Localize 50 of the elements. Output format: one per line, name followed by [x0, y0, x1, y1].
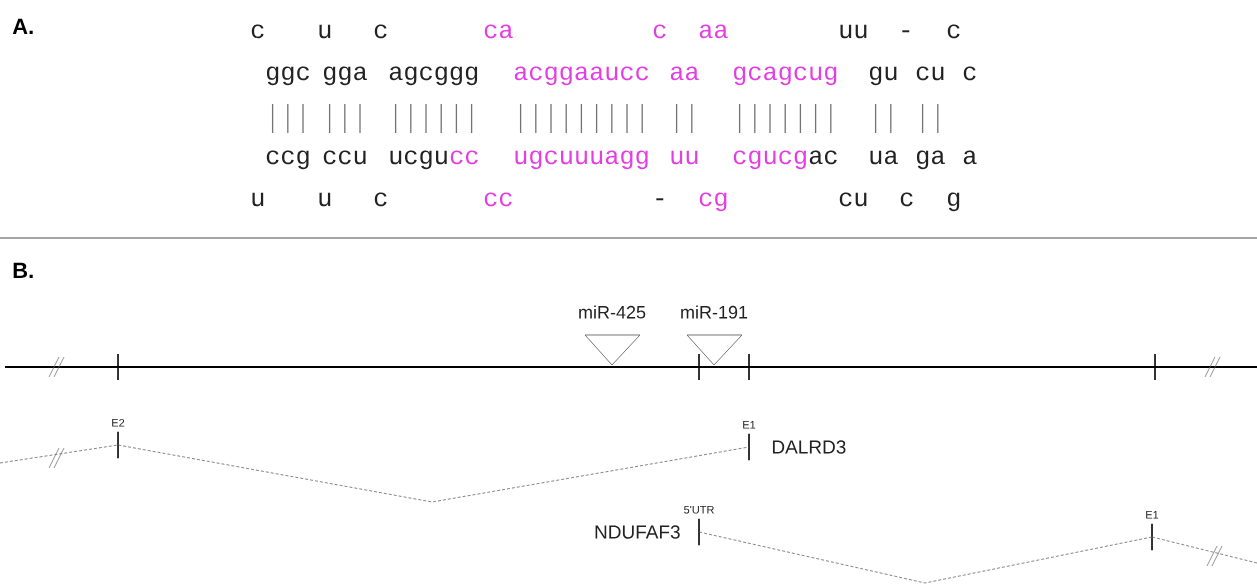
panel-label: A. — [12, 18, 33, 34]
exon-tick: E1 — [743, 421, 756, 461]
gene-name: DALRD3 — [772, 440, 846, 454]
sequence-text: - — [902, 30, 910, 33]
intron-line — [1151, 536, 1257, 564]
sequence-text: cg — [699, 192, 727, 212]
gene-name: NDUFAF3 — [595, 525, 680, 539]
sequence-text: g — [948, 192, 960, 212]
sequence-text: cu — [839, 192, 867, 207]
sequence-text: gu — [870, 66, 897, 86]
sequence-text: c — [374, 24, 387, 39]
sequence-text: c — [653, 24, 666, 39]
sequence-text: c — [963, 66, 976, 81]
sequence-text: c — [900, 192, 913, 207]
sequence-text: cu — [916, 66, 944, 81]
exon-tick: E2 — [112, 418, 125, 459]
sequence-text: c — [251, 24, 264, 39]
sequence-text: uu — [840, 24, 867, 39]
sequence-text: c — [947, 24, 960, 39]
sequence-text: aa — [670, 66, 699, 81]
sequence-text: ccg — [266, 150, 309, 170]
sequence-text: aa — [699, 24, 728, 39]
intron-line — [0, 444, 119, 464]
sequence-text: ac — [809, 150, 837, 165]
sequence-text: ugcuuuagg — [515, 150, 648, 170]
sequence-text: gcagcug — [734, 66, 837, 86]
sequence-text: ua — [870, 150, 898, 165]
sequence-text: u — [252, 192, 264, 207]
sequence-text: cc — [484, 192, 512, 207]
sequence-text: ggc — [267, 66, 309, 86]
sequence-text: ccu — [323, 150, 366, 165]
sequence-text: u — [319, 192, 331, 207]
intron-line — [117, 444, 750, 503]
exon-tick: 5'UTR — [684, 505, 714, 546]
sequence-text: ucgu — [390, 150, 447, 170]
sequence-text: c — [374, 192, 387, 207]
sequence-text: ga — [917, 150, 945, 170]
exon-tick: E1 — [1146, 511, 1159, 551]
sequence-text: gga — [324, 66, 367, 86]
intron-line — [698, 531, 1153, 584]
sequence-text: a — [963, 150, 977, 165]
sequence-text: cc — [450, 150, 478, 165]
panel-label: B. — [13, 262, 33, 278]
sequence-text: cgucg — [733, 150, 806, 170]
sequence-text: uu — [671, 150, 698, 165]
sequence-text: ca — [484, 24, 513, 39]
sequence-text: u — [319, 24, 331, 39]
sequence-text: - — [656, 198, 664, 201]
sequence-text: agcggg — [389, 66, 478, 86]
sequence-text: acggaaucc — [514, 66, 648, 86]
